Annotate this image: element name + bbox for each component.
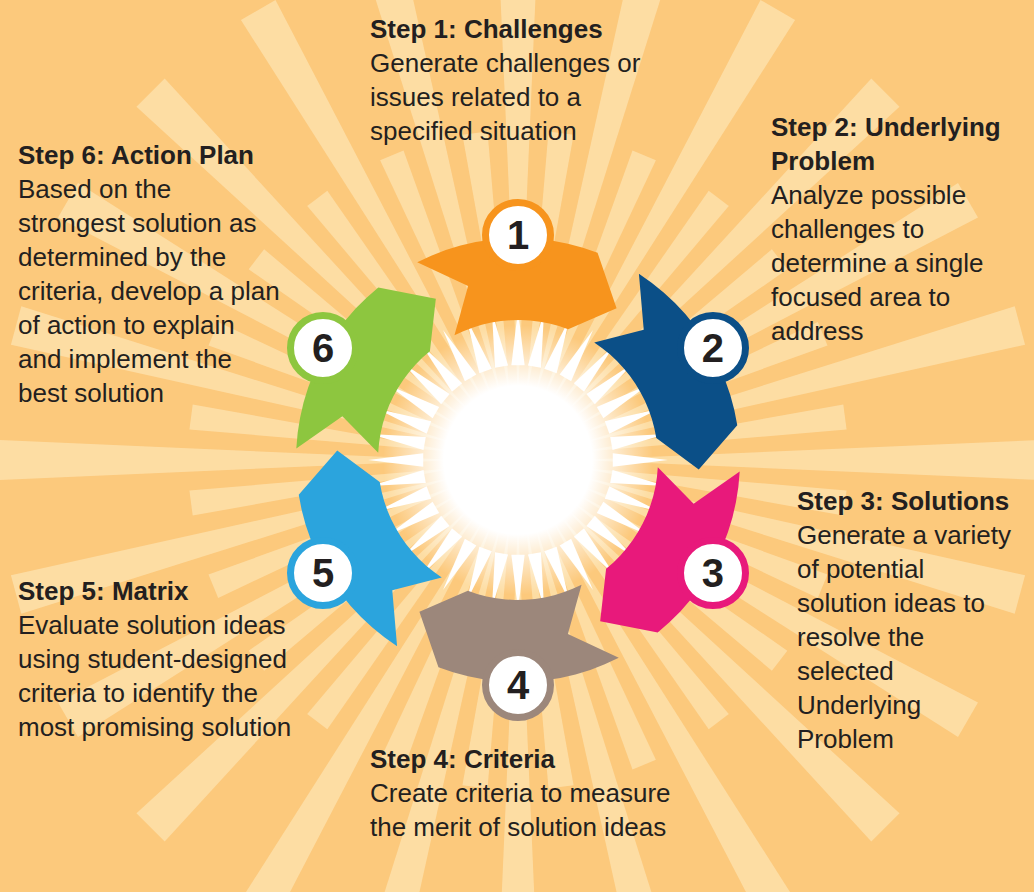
step-text: Step 2: Underlying ProblemAnalyze possib… <box>771 110 1026 348</box>
step-text: Step 4: CriteriaCreate criteria to measu… <box>370 742 690 844</box>
number-circle: 4 <box>482 649 554 721</box>
step-description: Evaluate solution ideas using student-de… <box>18 608 318 744</box>
step-description: Analyze possible challenges to determine… <box>771 178 1026 348</box>
number-circle: 6 <box>287 312 359 384</box>
step-heading: Step 3: Solutions <box>797 484 1019 518</box>
number-circle: 3 <box>677 537 749 609</box>
step-number: 6 <box>312 328 334 368</box>
step-node: 6Step 6: Action PlanBased on the stronge… <box>287 312 359 384</box>
step-node: 2Step 2: Underlying ProblemAnalyze possi… <box>677 312 749 384</box>
sun-glow <box>383 325 653 595</box>
step-node: 1Step 1: ChallengesGenerate challenges o… <box>482 199 554 271</box>
step-heading: Step 5: Matrix <box>18 574 318 608</box>
step-text: Step 6: Action PlanBased on the stronges… <box>18 138 280 410</box>
step-text: Step 3: SolutionsGenerate a variety of p… <box>797 484 1019 756</box>
cycle-segments <box>296 238 739 682</box>
step-number: 4 <box>507 665 529 705</box>
step-text: Step 5: MatrixEvaluate solution ideas us… <box>18 574 318 744</box>
step-node: 4Step 4: CriteriaCreate criteria to meas… <box>482 649 554 721</box>
step-heading: Step 4: Criteria <box>370 742 690 776</box>
step-description: Generate challenges or issues related to… <box>370 46 680 148</box>
step-number: 5 <box>312 553 334 593</box>
step-heading: Step 2: Underlying Problem <box>771 110 1026 178</box>
step-heading: Step 6: Action Plan <box>18 138 280 172</box>
step-number: 2 <box>702 328 724 368</box>
step-text: Step 1: ChallengesGenerate challenges or… <box>370 12 680 148</box>
step-node: 5Step 5: MatrixEvaluate solution ideas u… <box>287 537 359 609</box>
step-number: 3 <box>702 553 724 593</box>
step-description: Generate a variety of potential solution… <box>797 518 1019 756</box>
step-node: 3Step 3: SolutionsGenerate a variety of … <box>677 537 749 609</box>
number-circle: 1 <box>482 199 554 271</box>
step-description: Based on the strongest solution as deter… <box>18 172 280 410</box>
step-description: Create criteria to measure the merit of … <box>370 776 690 844</box>
step-heading: Step 1: Challenges <box>370 12 680 46</box>
number-circle: 2 <box>677 312 749 384</box>
step-number: 1 <box>507 215 529 255</box>
number-circle: 5 <box>287 537 359 609</box>
